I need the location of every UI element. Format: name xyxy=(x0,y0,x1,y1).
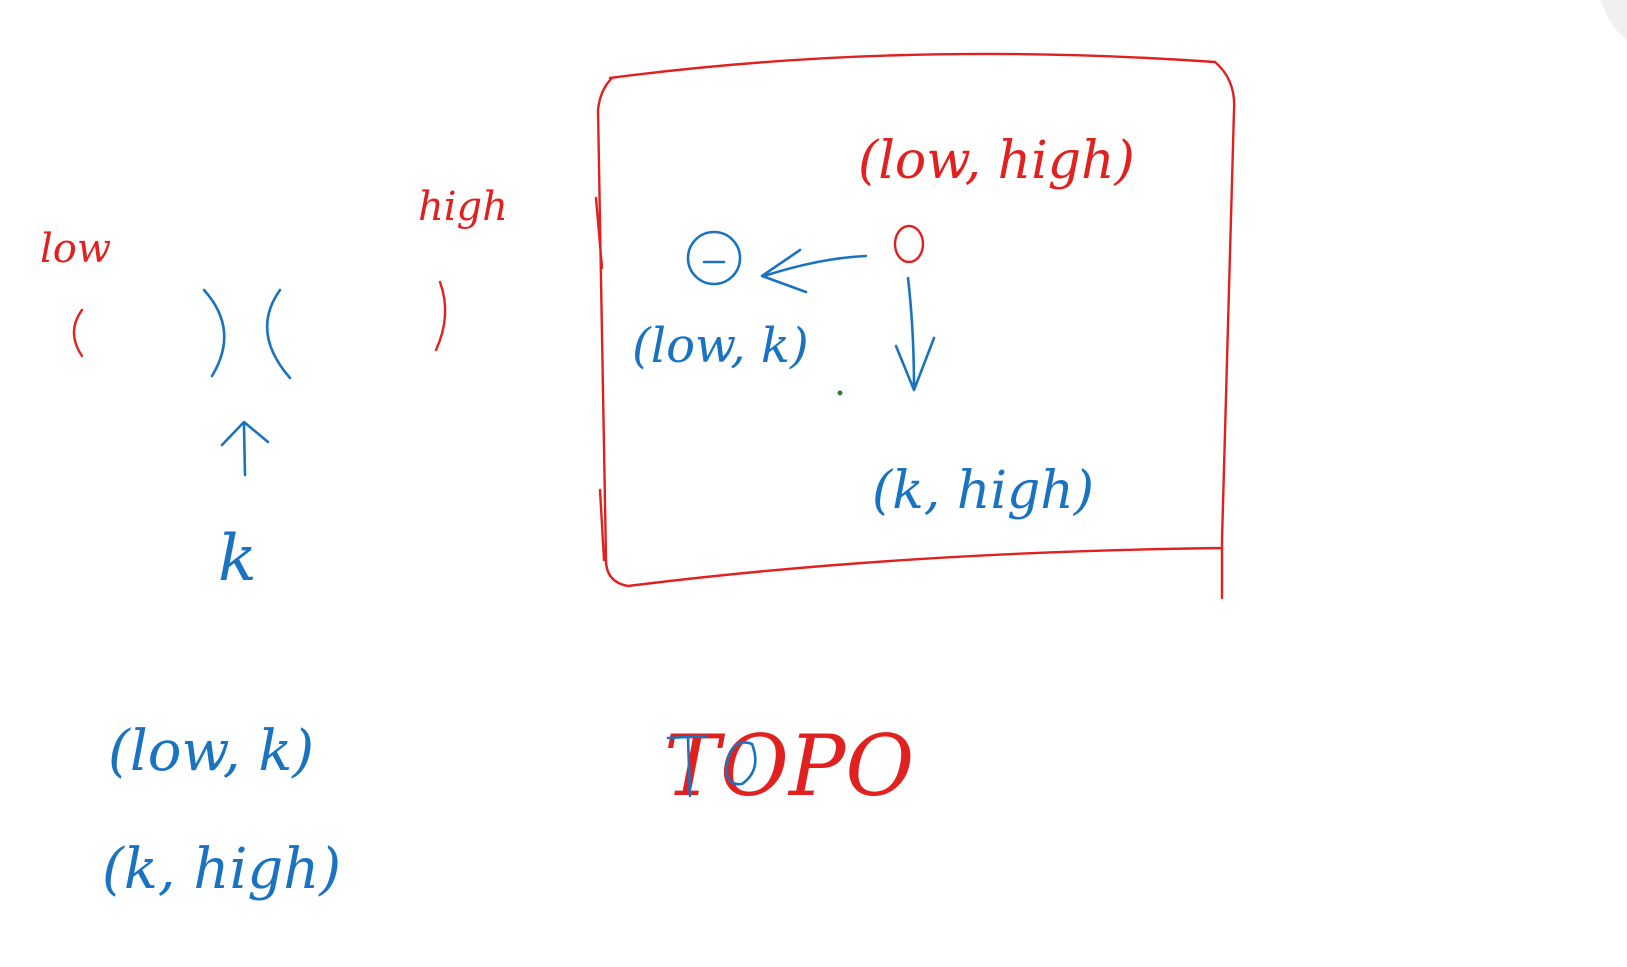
right-child-label: (k, high) xyxy=(872,461,1094,521)
high-label: high xyxy=(418,184,508,230)
edge-mark xyxy=(1600,0,1627,40)
interval-low-k: (low, k) xyxy=(108,719,314,784)
root-node xyxy=(893,224,925,264)
root-label: (low, high) xyxy=(858,131,1135,191)
interval-k-high: (k, high) xyxy=(102,837,341,902)
red-close-bracket xyxy=(434,280,447,352)
low-label: low xyxy=(40,226,111,272)
blue-close-bracket xyxy=(202,288,226,378)
left-arrow-icon xyxy=(760,248,868,294)
red-open-bracket xyxy=(72,308,84,358)
blue-open-bracket xyxy=(265,288,292,380)
down-arrow-icon xyxy=(894,276,936,392)
topo-overstroke xyxy=(666,734,757,798)
cursor-dot xyxy=(837,390,843,396)
k-label: k xyxy=(218,522,257,596)
up-arrow-icon xyxy=(220,420,270,477)
left-child-node xyxy=(686,230,742,286)
red-box-outline xyxy=(594,52,1236,600)
topo-label: TOPO xyxy=(664,717,914,815)
left-child-label: (low, k) xyxy=(632,318,809,374)
